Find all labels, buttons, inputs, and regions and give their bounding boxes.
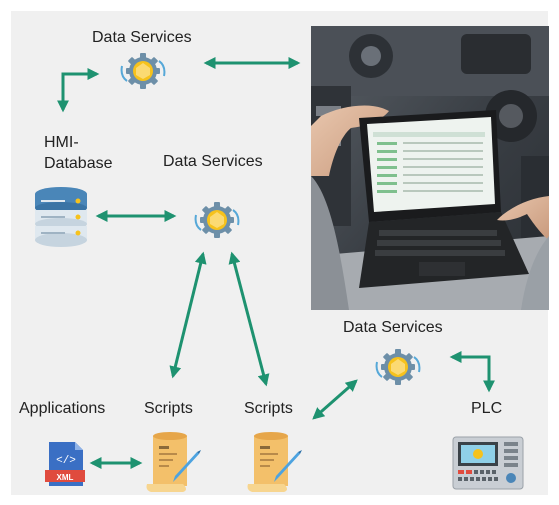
- arrow-ds-top-hmi: [57, 68, 100, 113]
- arrow-ds-center-scripts-left: [169, 251, 207, 379]
- data-services-gear-icon: [194, 202, 240, 238]
- label-hmi-database: HMI- Database: [44, 132, 113, 174]
- xml-badge: XML: [57, 473, 74, 482]
- database-icon: [35, 187, 87, 247]
- label-data-services-right: Data Services: [343, 319, 443, 336]
- arrow-scripts-right-ds-right: [312, 379, 358, 420]
- arrow-ds-center-scripts-right: [228, 251, 270, 387]
- arrow-ds-right-plc: [449, 351, 495, 393]
- label-applications: Applications: [19, 400, 106, 417]
- label-hmi-line1: HMI-: [44, 134, 79, 151]
- script-scroll-icon: [247, 432, 302, 492]
- data-services-gear-icon: [375, 349, 421, 385]
- label-hmi-line2: Database: [44, 155, 113, 172]
- label-data-services-top: Data Services: [92, 29, 192, 46]
- label-plc: PLC: [471, 400, 503, 417]
- data-services-gear-icon: [120, 53, 166, 89]
- label-scripts-left: Scripts: [144, 400, 193, 417]
- label-data-services-center: Data Services: [163, 153, 263, 170]
- xml-code-glyph: </>: [56, 455, 76, 467]
- xml-file-icon: </> XML: [45, 442, 85, 486]
- label-scripts-right: Scripts: [244, 400, 293, 417]
- script-scroll-icon: [146, 432, 201, 492]
- plc-panel-icon: [452, 436, 524, 490]
- laptop-photo: [311, 26, 549, 310]
